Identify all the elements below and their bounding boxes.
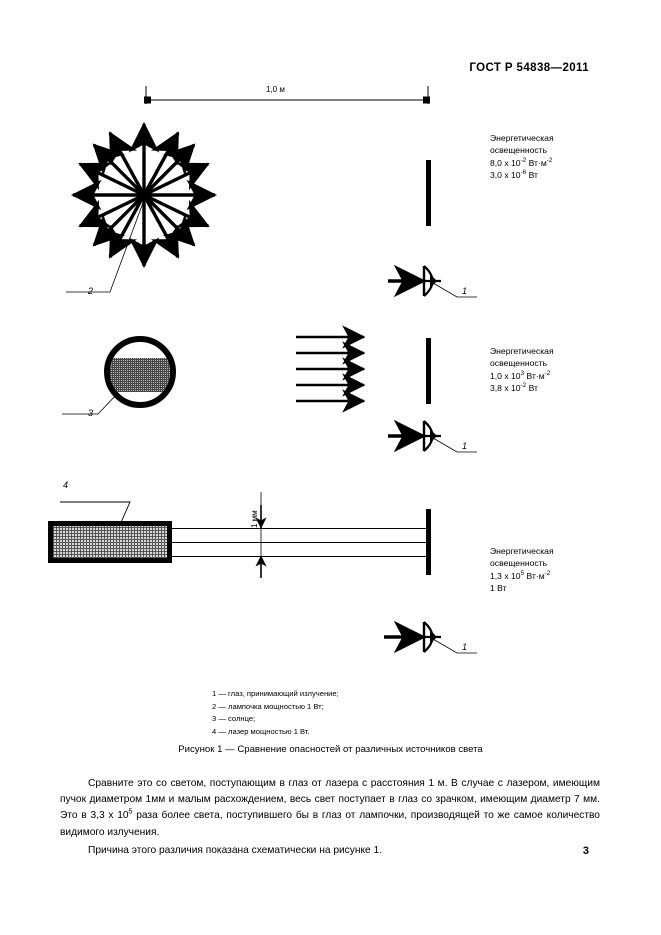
lamp-radiating-arrows xyxy=(70,121,218,269)
dimension-label-1m: 1,0 м xyxy=(266,85,285,94)
callout-number-eye-3: 1 xyxy=(462,642,468,652)
laser-beam-line-top xyxy=(172,528,428,529)
figure-legend: 1 — глаз, принимающий излучение; 2 — лам… xyxy=(212,688,339,738)
lamp-center-dot xyxy=(139,190,149,200)
laser-device-graphic xyxy=(48,521,172,563)
irradiance-block-lamp: Энергетическая освещенность 8,0 x 10-2 В… xyxy=(490,132,554,181)
callout-number-4: 4 xyxy=(63,480,69,490)
body-paragraph-1-exponent: 5 xyxy=(128,809,133,817)
standard-header: ГОСТ Р 54838—2011 xyxy=(469,62,589,74)
irradiance-title-line1: Энергетическая xyxy=(490,346,554,356)
callout-number-2: 2 xyxy=(88,286,94,296)
irradiance-power: 3,8 x 10-2 Вт xyxy=(490,382,538,393)
irradiance-value: 1,3 x 105 Вт·м-2 xyxy=(490,569,551,581)
body-paragraph-1-part-b: раза более света, поступившего бы в глаз… xyxy=(60,810,600,838)
irradiance-power: 1 Вт xyxy=(490,582,507,593)
laser-beam-line-mid xyxy=(172,542,428,543)
screen-bar-sun xyxy=(426,338,431,404)
irradiance-value: 8,0 x 10-2 Вт·м-2 xyxy=(490,156,553,168)
callout-number-eye-1: 1 xyxy=(462,286,468,296)
irradiance-title-line2: освещенность xyxy=(490,358,548,369)
screen-bar-laser xyxy=(426,509,431,575)
page-number: 3 xyxy=(582,845,589,857)
legend-item-3: 3 — солнце; xyxy=(212,714,256,724)
irradiance-value: 1,0 x 103 Вт·м-2 xyxy=(490,369,551,381)
figure-caption: Рисунок 1 — Сравнение опасностей от разл… xyxy=(178,744,483,755)
sun-parallel-arrows xyxy=(296,325,366,413)
laser-beam-line-bottom xyxy=(172,556,428,557)
legend-item-1: 1 — глаз, принимающий излучение; xyxy=(212,689,339,698)
beam-width-label: 1 мм xyxy=(250,510,259,528)
irradiance-title-line2: освещенность xyxy=(490,558,548,569)
irradiance-power: 3,0 x 10-6 Вт xyxy=(490,169,538,180)
callout-number-3: 3 xyxy=(88,408,94,418)
irradiance-title-line1: Энергетическая xyxy=(490,133,554,143)
irradiance-title-line1: Энергетическая xyxy=(490,546,554,556)
callout-leader-2 xyxy=(66,199,145,293)
body-paragraph-1: Сравните это со светом, поступающим в гл… xyxy=(60,776,600,841)
irradiance-title-line2: освещенность xyxy=(490,145,548,156)
legend-item-4: 4 — лазер мощностью 1 Вт. xyxy=(212,726,310,736)
body-paragraph-1-part-a: Сравните это со светом, поступающим в гл… xyxy=(60,778,600,822)
irradiance-block-laser: Энергетическая освещенность 1,3 x 105 Вт… xyxy=(490,545,554,594)
callout-number-eye-2: 1 xyxy=(462,441,468,451)
screen-bar-lamp xyxy=(426,160,431,226)
body-paragraph-2: Причина этого различия показана схематич… xyxy=(88,845,383,856)
sun-hatched-band xyxy=(110,358,170,392)
legend-item-2: 2 — лампочка мощностью 1 Вт; xyxy=(212,701,324,711)
dimension-line-1m xyxy=(144,86,430,104)
sun-graphic xyxy=(104,336,176,408)
irradiance-block-sun: Энергетическая освещенность 1,0 x 103 Вт… xyxy=(490,345,554,394)
laser-hatched-fill xyxy=(53,526,167,558)
